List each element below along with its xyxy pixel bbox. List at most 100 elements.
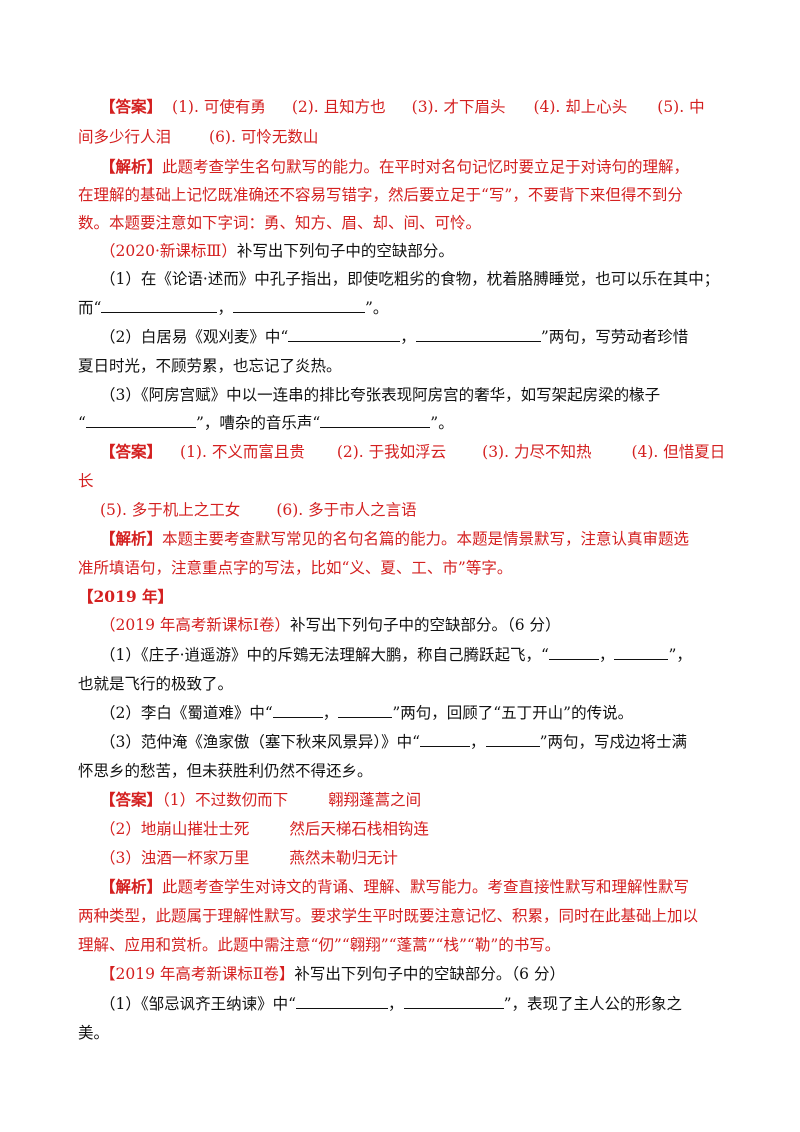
- explanation-label: 【解析】: [100, 877, 163, 896]
- explanation-line: 准所填语句，注意重点字的写法，比如“义、夏、工、市”等字。: [78, 559, 513, 577]
- explanation-line: 【解析】此题考查学生对诗文的背诵、理解、默写能力。考查直接性默写和理解性默写: [100, 876, 689, 898]
- question-text: （1）《庄子·逍遥游》中的斥鴳无法理解大鹏，称自己腾跃起飞，“: [100, 646, 549, 664]
- answer-item: (4). 但惜夏日: [631, 443, 726, 461]
- answer-item: (5). 多于机上之工女: [100, 501, 241, 519]
- answer-item: (3). 力尽不知热: [482, 443, 592, 461]
- explanation-line: 理解、应用和赏析。此题中需注意“仞”“翱翔”“蓬蒿”“栈”“勒”的书写。: [78, 936, 561, 954]
- answer-blank[interactable]: [548, 644, 599, 660]
- answer-blank[interactable]: [485, 731, 540, 747]
- answer-blank[interactable]: [614, 644, 669, 660]
- question-text: ，: [470, 733, 486, 751]
- explanation-line: 在理解的基础上记忆既准确还不容易写错字，然后要立足于“写”，不要背下来但得不到分: [78, 186, 683, 204]
- explanation-label: 【解析】: [100, 529, 163, 548]
- explanation-line: 两种类型，此题属于理解性默写。要求学生平时既要注意记忆、积累，同时在此基础上加以: [78, 907, 699, 925]
- question-header: （2020·新课标Ⅲ）补写出下列句子中的空缺部分。: [100, 240, 454, 262]
- question-text: 而“: [78, 299, 102, 317]
- question-line: 夏日时光，不顾劳累，也忘记了炎热。: [78, 357, 342, 375]
- answer-blank[interactable]: [320, 412, 431, 428]
- question-intro: 补写出下列句子中的空缺部分。（6 分）: [290, 616, 561, 634]
- answer-line: （3）浊酒一杯家万里 燕然未勒归无计: [100, 847, 398, 869]
- question-line: 而“ ， ”。: [78, 297, 388, 319]
- answer-line: 【答案】 (1). 不义而富且贵 (2). 于我如浮云 (3). 力尽不知热 (4). …: [100, 441, 725, 463]
- answer-line: （2）地崩山摧壮士死 然后天梯石栈相钩连: [100, 818, 429, 840]
- answer-item: 间多少行人泪: [78, 128, 172, 146]
- question-text: （2）白居易《观刈麦》中“: [100, 328, 289, 346]
- section-heading: 【2019 年】: [78, 587, 174, 606]
- answer-blank[interactable]: [288, 326, 401, 342]
- answer-label: 【答案】: [100, 790, 163, 809]
- answer-line: 【答案】 (1). 可使有勇 (2). 且知方也 (3). 才下眉头 (4). 却上心头…: [100, 96, 705, 118]
- answer-blank[interactable]: [272, 702, 323, 718]
- question-source: （2019 年高考新课标Ⅰ卷）: [100, 616, 290, 634]
- question-line: 美。: [78, 1024, 110, 1042]
- answer-item: (4). 却上心头: [533, 98, 628, 116]
- answer-label: 【答案】: [100, 97, 163, 116]
- question-text: ”两句，回顾了“五丁开山”的传说。: [392, 704, 634, 722]
- question-text: ”。: [364, 299, 389, 317]
- answer-blank[interactable]: [296, 993, 389, 1009]
- answer-item: (6). 可怜无数山: [209, 128, 319, 146]
- question-line: （1）《邹忌讽齐王纳谏》中“ ， ”，表现了主人公的形象之: [100, 993, 682, 1015]
- answer-blank[interactable]: [415, 326, 541, 342]
- question-text: （3）范仲淹《渔家傲（塞下秋来风景异）》中“: [100, 733, 421, 751]
- explanation-text: 此题考查学生名句默写的能力。在平时对名句记忆时要立足于对诗句的理解，: [162, 158, 690, 176]
- answer-line: 间多少行人泪 (6). 可怜无数山: [78, 126, 318, 148]
- question-line: （2）李白《蜀道难》中“ ， ”两句，回顾了“五丁开山”的传说。: [100, 702, 633, 724]
- question-text: ”两句，写劳动者珍惜: [540, 328, 689, 346]
- explanation-line: 【解析】本题主要考查默写常见的名句名篇的能力。本题是情景默写，注意认真审题选: [100, 528, 689, 550]
- question-line: 也就是飞行的极致了。: [78, 675, 234, 693]
- answer-line: 长: [78, 472, 94, 490]
- answer-blank[interactable]: [232, 297, 365, 313]
- answer-label: 【答案】: [100, 442, 163, 461]
- answer-line: (5). 多于机上之工女 (6). 多于市人之言语: [100, 499, 417, 521]
- question-text: ，: [217, 299, 233, 317]
- question-text: ”，嘈杂的音乐声“: [195, 414, 321, 432]
- question-text: ”两句，写戍边将士满: [539, 733, 687, 751]
- question-text: ”。: [430, 414, 454, 432]
- answer-item: (2). 且知方也: [291, 98, 386, 116]
- question-line: （2）白居易《观刈麦》中“，”两句，写劳动者珍惜: [100, 326, 688, 348]
- question-intro: 补写出下列句子中的空缺部分。（6 分）: [294, 965, 565, 983]
- answer-item: 翱翔蓬蒿之间: [328, 791, 422, 809]
- answer-item: 燕然未勒归无计: [289, 849, 398, 867]
- answer-blank[interactable]: [420, 731, 471, 747]
- question-source: （2020·新课标Ⅲ）: [100, 242, 237, 260]
- answer-line: 【答案】（1）不过数仞而下 翱翔蓬蒿之间: [100, 789, 421, 811]
- question-line: （1）《庄子·逍遥游》中的斥鴳无法理解大鹏，称自己腾跃起飞，“ ， ”，: [100, 644, 692, 666]
- answer-blank[interactable]: [101, 297, 218, 313]
- question-text: ，: [322, 704, 339, 722]
- question-text: ，: [598, 646, 615, 664]
- question-text: ”，: [668, 646, 692, 664]
- explanation-line: 【解析】此题考查学生名句默写的能力。在平时对名句记忆时要立足于对诗句的理解，: [100, 156, 689, 178]
- question-text: （1）《邹忌讽齐王纳谏》中“: [100, 995, 297, 1013]
- explanation-line: 数。本题要注意如下字词：勇、知方、眉、却、间、可怜。: [78, 214, 482, 232]
- answer-blank[interactable]: [85, 412, 196, 428]
- question-text: ，: [388, 995, 404, 1013]
- question-source: 【2019 年高考新课标Ⅱ卷】: [100, 965, 295, 983]
- question-text: （2）李白《蜀道难》中“: [100, 704, 273, 722]
- answer-item: 然后天梯石栈相钩连: [289, 820, 429, 838]
- answer-blank[interactable]: [338, 702, 393, 718]
- question-text: ”，表现了主人公的形象之: [503, 995, 682, 1013]
- answer-item: (2). 于我如浮云: [336, 443, 447, 461]
- answer-item: （3）浊酒一杯家万里: [100, 849, 250, 867]
- question-line: （3）范仲淹《渔家傲（塞下秋来风景异）》中“ ， ”两句，写戍边将士满: [100, 731, 687, 753]
- explanation-text: 本题主要考查默写常见的名句名篇的能力。本题是情景默写，注意认真审题选: [162, 530, 690, 548]
- answer-item: (3). 才下眉头: [411, 98, 506, 116]
- question-header: （2019 年高考新课标Ⅰ卷）补写出下列句子中的空缺部分。（6 分）: [100, 614, 561, 636]
- explanation-label: 【解析】: [100, 157, 163, 176]
- question-header: 【2019 年高考新课标Ⅱ卷】补写出下列句子中的空缺部分。（6 分）: [100, 963, 565, 985]
- answer-item: (1). 不义而富且贵: [180, 443, 305, 461]
- question-intro: 补写出下列句子中的空缺部分。: [236, 242, 454, 260]
- answer-item: (6). 多于市人之言语: [276, 501, 417, 519]
- answer-blank[interactable]: [403, 993, 504, 1009]
- answer-item: （1）不过数仞而下: [162, 791, 289, 809]
- question-text: “: [78, 414, 86, 432]
- question-line: （1）在《论语·述而》中孔子指出，即使吃粗劣的食物，枕着胳膊睡觉，也可以乐在其中…: [100, 270, 720, 288]
- question-line: 怀思乡的愁苦，但未获胜利仍然不得还乡。: [78, 762, 373, 780]
- answer-item: (1). 可使有勇: [172, 98, 266, 116]
- question-line: “ ”，嘈杂的音乐声“ ”。: [78, 412, 454, 434]
- answer-item: （2）地崩山摧壮士死: [100, 820, 250, 838]
- question-line: （3）《阿房宫赋》中以一连串的排比夸张表现阿房宫的奢华，如写架起房梁的椽子: [100, 386, 661, 404]
